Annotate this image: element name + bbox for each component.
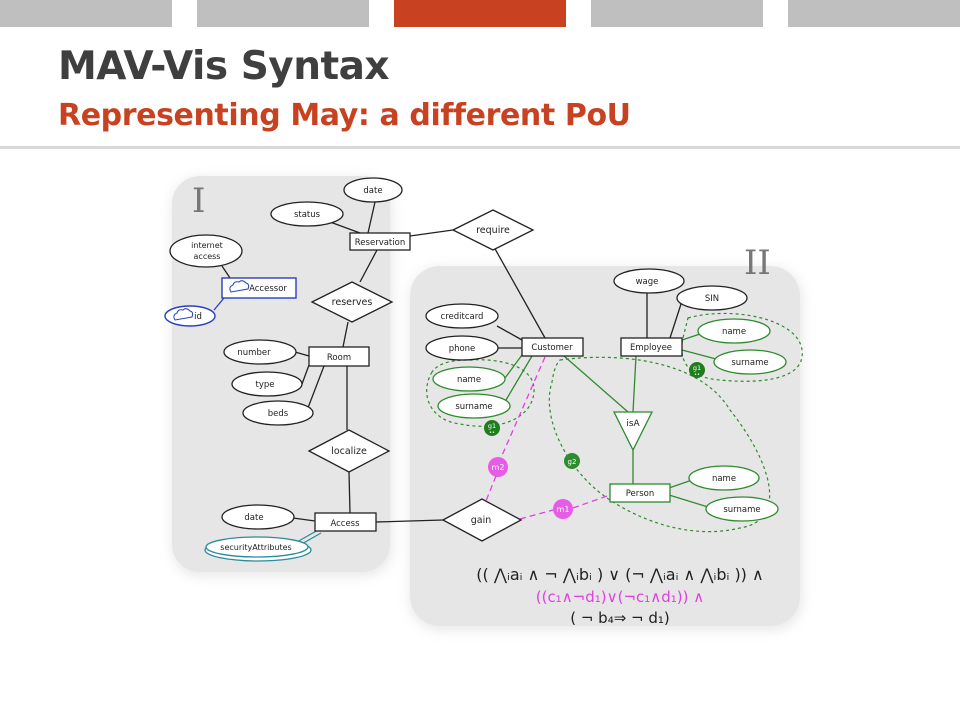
attribute-employee-name[interactable]: name [697,318,771,344]
er-connectors [221,201,682,523]
svg-text:internet: internet [191,241,223,250]
svg-text:wage: wage [636,277,659,287]
svg-text:Accessor: Accessor [249,284,287,294]
svg-text:date: date [244,513,263,523]
entity-reservation[interactable]: Reservation [349,232,411,251]
attribute-room-type[interactable]: type [231,371,303,397]
attribute-person-name[interactable]: name [688,465,760,491]
entity-employee[interactable]: Employee [620,337,683,357]
relationship-localize[interactable]: localize [307,429,391,473]
marker-m2[interactable]: m2 [488,457,508,477]
header-divider [0,146,960,149]
attribute-customer-creditcard[interactable]: creditcard [425,303,499,329]
cloud-icon [229,280,250,293]
nav-tab-1[interactable] [0,0,172,27]
svg-text:Reservation: Reservation [355,238,405,248]
attribute-reservation-status[interactable]: status [270,201,344,227]
svg-text:securityAttributes: securityAttributes [220,543,291,552]
svg-text:creditcard: creditcard [441,312,484,322]
magenta-connectors [483,356,611,520]
attribute-access-date[interactable]: date [221,504,295,530]
region-2-label: II [744,243,771,283]
nav-tab-3-active[interactable] [394,0,566,27]
relationship-reserves[interactable]: reserves [310,281,394,323]
attribute-employee-sin[interactable]: SIN [676,285,748,311]
svg-text:name: name [712,474,736,484]
svg-text:Room: Room [327,353,351,363]
svg-text:g1: g1 [693,364,701,372]
svg-text:date: date [363,186,382,196]
svg-text:id: id [194,312,202,322]
region-1-label: I [192,181,205,221]
svg-text:beds: beds [268,409,289,419]
svg-text:localize: localize [331,446,367,457]
marker-dots: •• [489,430,495,436]
svg-text:SIN: SIN [705,294,719,304]
slide-title: MAV-Vis Syntax [58,44,390,89]
attribute-room-number[interactable]: number [223,339,297,365]
marker-g1-employee[interactable]: g1 •• [689,362,705,378]
nav-tab-2[interactable] [197,0,369,27]
svg-text:type: type [256,380,275,390]
formula-line-3: ( ¬ b₄⇒ ¬ d₁) [570,609,670,627]
svg-text:access: access [194,252,221,261]
nav-tab-5[interactable] [788,0,960,27]
attribute-reservation-date[interactable]: date [343,177,403,203]
svg-text:name: name [722,327,746,337]
svg-text:require: require [476,225,510,236]
svg-text:surname: surname [731,358,768,368]
entity-access[interactable]: Access [314,512,377,532]
attribute-person-surname[interactable]: surname [705,496,779,522]
marker-g1-customer[interactable]: g1 •• [484,420,500,436]
relationship-require[interactable]: require [451,209,535,251]
entity-accessor[interactable]: Accessor [221,277,297,299]
svg-text:phone: phone [449,344,476,354]
svg-text:reserves: reserves [332,297,373,308]
svg-text:surname: surname [723,505,760,515]
entity-customer[interactable]: Customer [521,337,584,357]
slide-subtitle: Representing May: a different PoU [58,98,631,133]
attribute-employee-surname[interactable]: surname [713,349,787,375]
formula-line-2: ((c₁∧¬d₁)∨(¬c₁∧d₁)) ∧ [536,588,705,606]
attribute-accessor-id[interactable]: id [164,305,216,327]
attribute-customer-phone[interactable]: phone [425,335,499,361]
relationship-isa[interactable]: isA [612,411,654,452]
svg-text:gain: gain [471,515,492,526]
svg-text:g1: g1 [488,422,496,430]
svg-text:Employee: Employee [630,343,672,353]
attribute-customer-name[interactable]: name [432,366,506,392]
svg-text:number: number [237,348,271,358]
svg-text:g2: g2 [568,458,577,466]
svg-text:surname: surname [455,402,492,412]
entity-room[interactable]: Room [308,346,370,367]
attribute-security-attributes[interactable]: securityAttributes [204,536,312,562]
attribute-customer-surname[interactable]: surname [437,393,511,419]
svg-text:Access: Access [330,519,360,529]
svg-text:m1: m1 [557,505,570,514]
marker-m1[interactable]: m1 [553,499,573,519]
svg-text:isA: isA [626,419,640,429]
entity-person[interactable]: Person [609,483,671,503]
group-boundaries [426,312,803,533]
marker-dots: •• [694,372,700,378]
svg-text:Customer: Customer [531,343,573,353]
svg-text:Person: Person [626,489,655,499]
attribute-internet-access[interactable]: internet access [169,234,243,268]
cloud-icon [173,308,194,321]
formula-line-1: (( ⋀ᵢaᵢ ∧ ¬ ⋀ᵢbᵢ ) ∨ (¬ ⋀ᵢaᵢ ∧ ⋀ᵢbᵢ )) ∧ [476,565,763,584]
green-connectors [504,332,717,508]
svg-text:status: status [294,210,321,220]
nav-tab-4[interactable] [591,0,763,27]
attribute-room-beds[interactable]: beds [242,400,314,426]
marker-g2[interactable]: g2 [564,453,580,469]
svg-text:name: name [457,375,481,385]
svg-text:m2: m2 [492,463,505,472]
attribute-employee-wage[interactable]: wage [613,268,685,294]
relationship-gain[interactable]: gain [441,498,523,542]
accessor-connectors [213,297,225,311]
